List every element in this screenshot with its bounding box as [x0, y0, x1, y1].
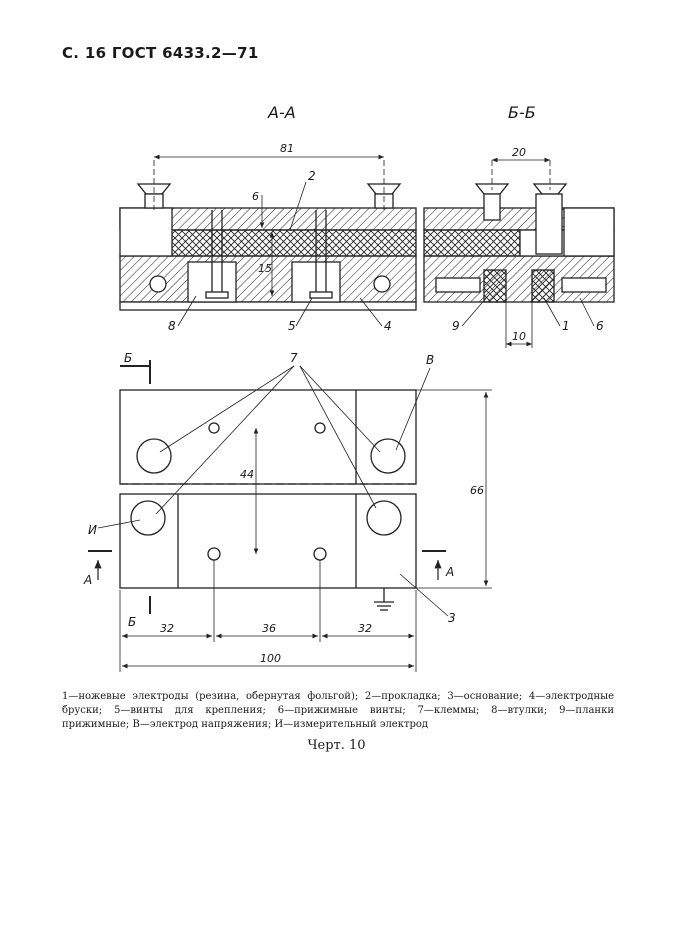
dim-15: 15 — [258, 262, 272, 275]
dim-44: 44 — [240, 468, 254, 481]
dim-10: 10 — [512, 330, 526, 343]
section-b-title: Б-Б — [508, 103, 536, 122]
cut-a-left: А — [83, 573, 92, 587]
section-b-view — [423, 157, 615, 348]
label-3: 3 — [448, 611, 456, 625]
label-i: И — [88, 523, 97, 537]
label-2: 2 — [308, 169, 316, 183]
label-5: 5 — [288, 319, 296, 333]
figure-caption: 1—ножевые электроды (резина, обернутая ф… — [62, 691, 614, 730]
label-4: 4 — [384, 319, 392, 333]
dim-6: 6 — [252, 190, 259, 203]
cut-a-right: А — [445, 565, 454, 579]
plan-view — [88, 360, 492, 672]
label-7: 7 — [290, 351, 298, 365]
figure-label: Черт. 10 — [307, 738, 366, 753]
section-a-view — [119, 154, 417, 327]
dim-66: 66 — [470, 484, 484, 497]
dim-20: 20 — [512, 146, 526, 159]
dim-36: 36 — [262, 622, 276, 635]
dim-32-left: 32 — [160, 622, 174, 635]
cut-b-top: Б — [124, 351, 132, 365]
label-9: 9 — [452, 319, 460, 333]
dim-81: 81 — [280, 142, 294, 155]
dim-100: 100 — [260, 652, 281, 665]
page-header: С. 16 ГОСТ 6433.2—71 — [62, 44, 259, 62]
label-v: В — [426, 353, 434, 367]
cut-b-bottom: Б — [128, 615, 136, 629]
label-1: 1 — [562, 319, 570, 333]
label-8: 8 — [168, 319, 176, 333]
label-6: 6 — [596, 319, 604, 333]
dim-32-right: 32 — [358, 622, 372, 635]
section-a-title: А-А — [267, 103, 296, 122]
